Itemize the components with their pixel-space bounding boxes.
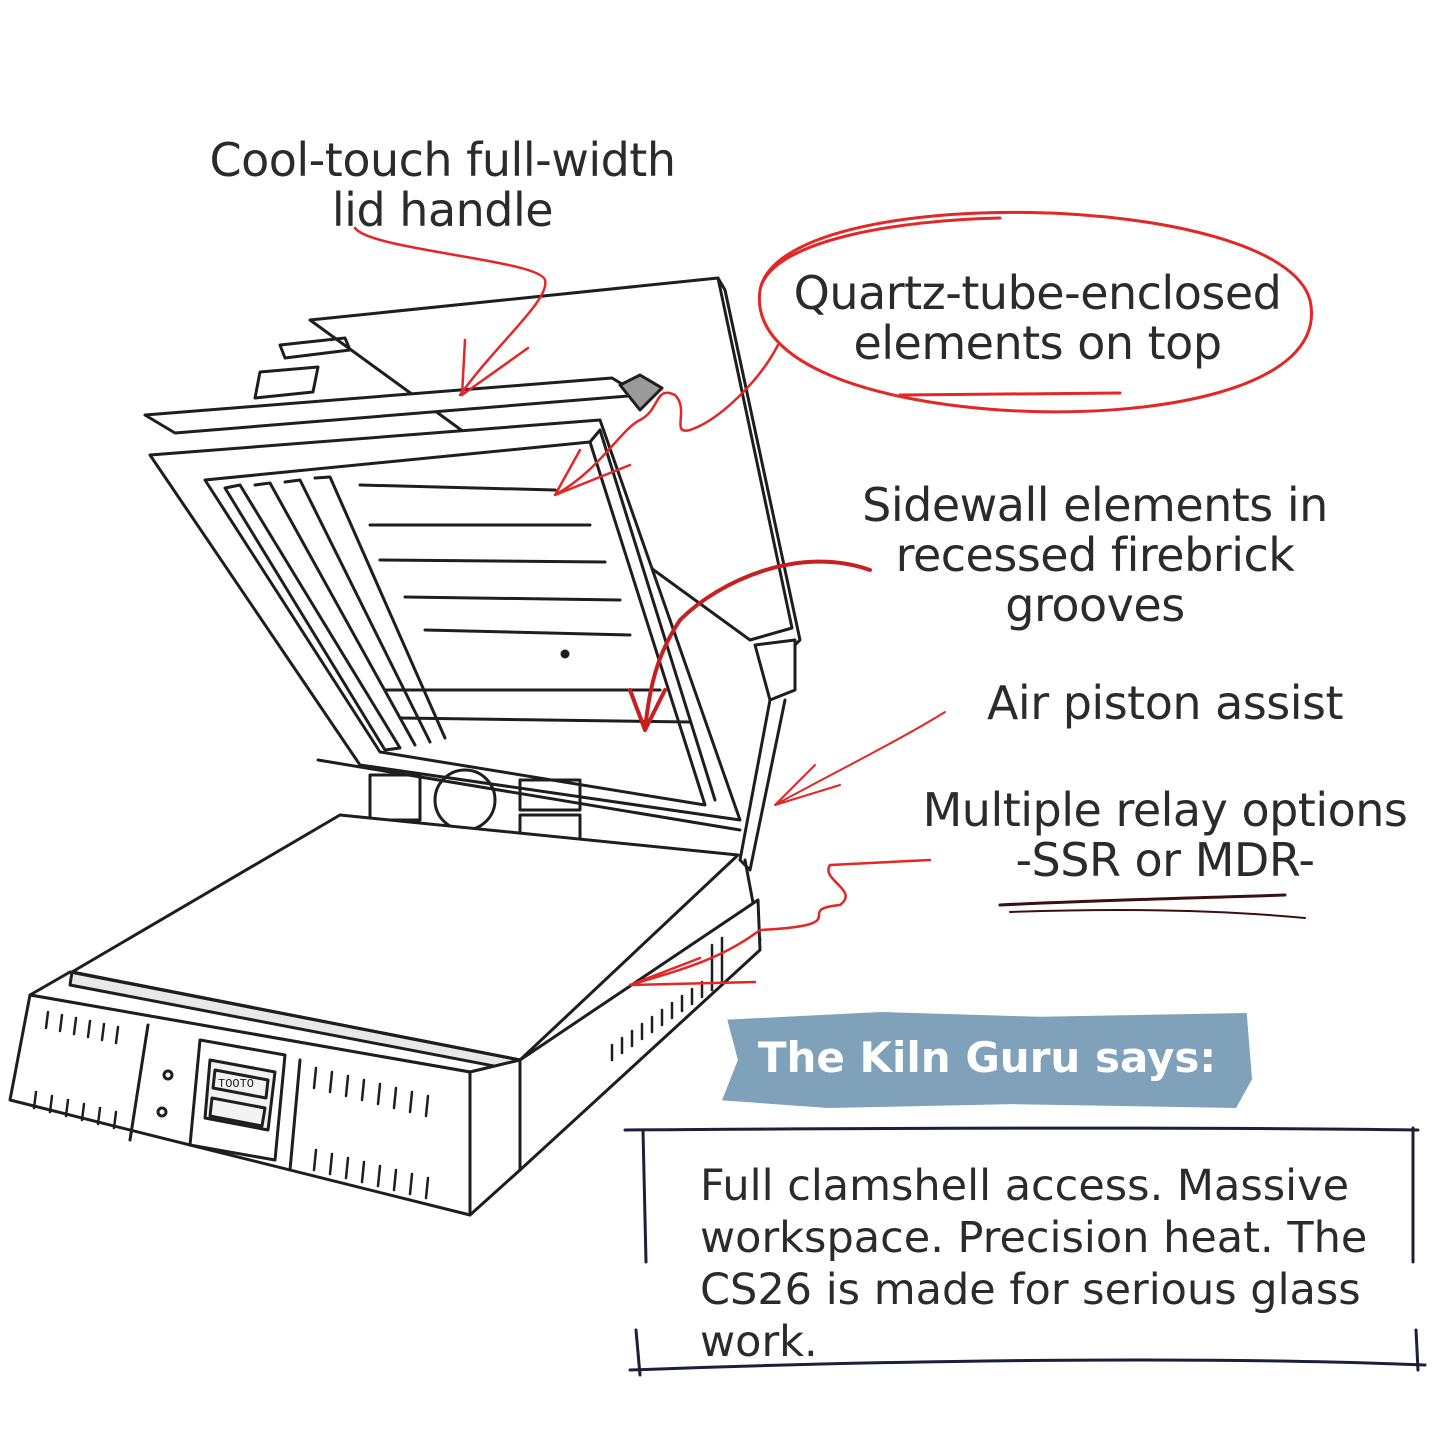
guru-banner: The Kiln Guru says: <box>722 1012 1252 1108</box>
label-sidewall: Sidewall elements in recessed firebrick … <box>840 480 1350 630</box>
label-sidewall-line-1: Sidewall elements in <box>862 478 1328 532</box>
kiln-lid <box>143 276 802 822</box>
label-quartz-line-2: elements on top <box>853 316 1222 370</box>
label-sidewall-line-2: recessed firebrick <box>895 528 1295 582</box>
controller-display-text: TOOTO <box>218 1077 254 1091</box>
label-relay: Multiple relay options -SSR or MDR- <box>895 785 1435 885</box>
label-quartz: Quartz-tube-enclosed elements on top <box>765 268 1310 368</box>
label-piston-line-1: Air piston assist <box>986 676 1344 730</box>
air-piston <box>738 638 797 942</box>
kiln-base <box>8 813 762 1217</box>
label-sidewall-line-3: grooves <box>1005 578 1185 632</box>
arrow-lid-handle <box>353 226 547 397</box>
label-quartz-line-1: Quartz-tube-enclosed <box>793 266 1282 320</box>
guru-text: Full clamshell access. Massive workspace… <box>700 1161 1368 1367</box>
arrow-piston <box>774 711 946 806</box>
controller-panel <box>188 1038 287 1162</box>
arrow-quartz <box>553 343 780 497</box>
label-relay-line-1: Multiple relay options <box>922 783 1408 837</box>
relay-underline <box>998 893 1306 919</box>
label-lid-handle-line-2: lid handle <box>331 183 554 237</box>
guru-title: The Kiln Guru says: <box>757 1033 1217 1082</box>
label-lid-handle: Cool-touch full-width lid handle <box>170 135 715 235</box>
circle-quartz <box>757 210 1314 414</box>
arrow-sidewall <box>628 559 872 732</box>
label-piston: Air piston assist <box>960 678 1370 728</box>
label-lid-handle-line-1: Cool-touch full-width <box>209 133 677 187</box>
guru-box-outline <box>623 1126 1427 1377</box>
arrow-relay <box>628 858 932 987</box>
label-relay-line-2: -SSR or MDR- <box>1015 833 1315 887</box>
